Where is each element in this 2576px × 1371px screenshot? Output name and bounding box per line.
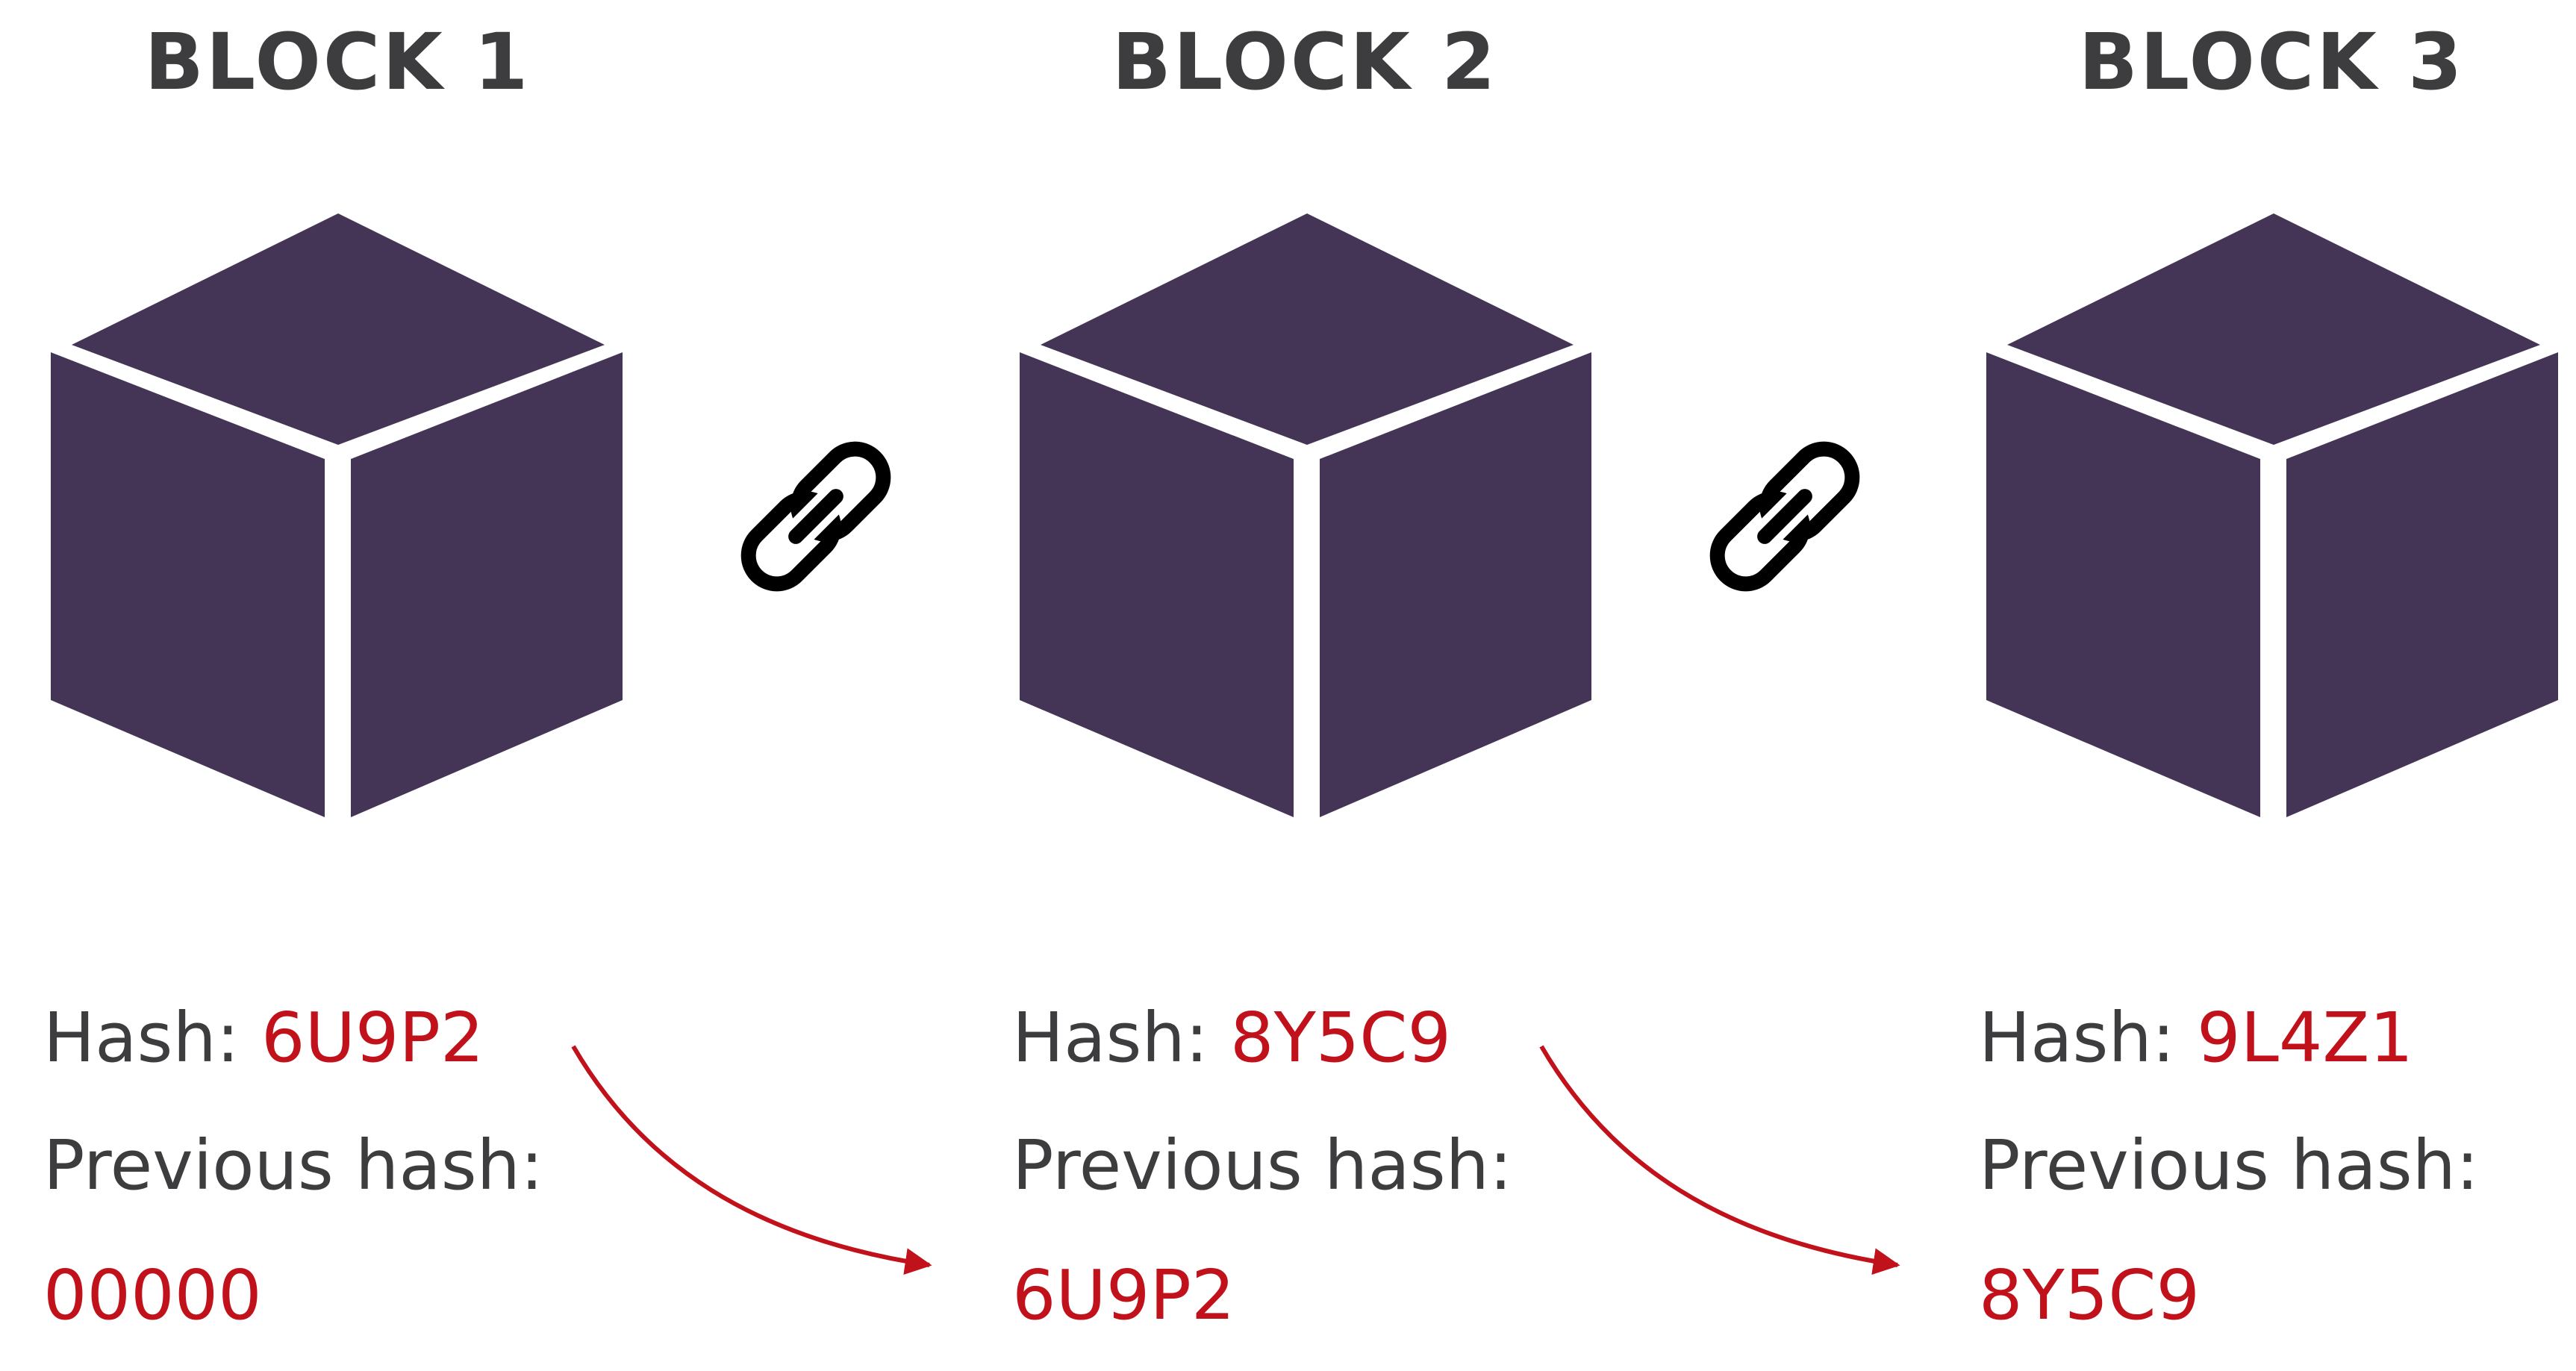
block-1-previous-hash-value: 00000 xyxy=(43,1255,262,1335)
cube-icon xyxy=(1020,213,1591,817)
hash-label: Hash: xyxy=(43,998,240,1078)
block-3-previous-hash-value: 8Y5C9 xyxy=(1979,1255,2201,1335)
cube-icon xyxy=(51,213,623,817)
block-1-hash-line: Hash: 6U9P2 xyxy=(43,1004,484,1072)
block-1-title: BLOCK 1 xyxy=(144,16,531,107)
chain-link-icon xyxy=(740,441,891,592)
block-2-hash-line: Hash: 8Y5C9 xyxy=(1012,1004,1451,1072)
block-2-title: BLOCK 2 xyxy=(1111,16,1498,107)
hash-label: Hash: xyxy=(1012,998,1209,1078)
hash-label: Hash: xyxy=(1979,998,2175,1078)
chain-link-icon xyxy=(1709,441,1860,592)
curved-arrow xyxy=(571,1045,932,1275)
block-3-previous-hash-label: Previous hash: xyxy=(1979,1125,2479,1205)
block-1-hash-value: 6U9P2 xyxy=(261,998,484,1078)
block-1-previous-hash-label: Previous hash: xyxy=(43,1125,543,1205)
block-3-title: BLOCK 3 xyxy=(2078,16,2465,107)
curved-arrow xyxy=(1539,1045,1900,1275)
block-3-hash-line: Hash: 9L4Z1 xyxy=(1979,1004,2413,1072)
block-3-hash-value: 9L4Z1 xyxy=(2197,998,2413,1078)
cube-icon xyxy=(1986,213,2558,817)
block-2-hash-value: 8Y5C9 xyxy=(1230,998,1452,1078)
block-2-previous-hash-value: 6U9P2 xyxy=(1012,1255,1235,1335)
block-2-previous-hash-label: Previous hash: xyxy=(1012,1125,1512,1205)
